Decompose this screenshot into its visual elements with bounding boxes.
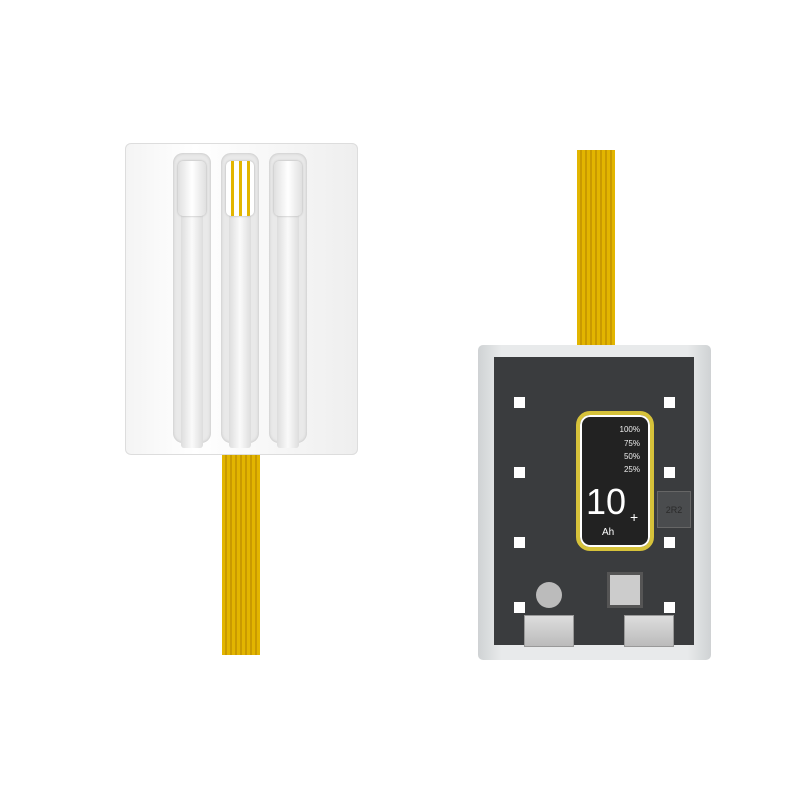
pad — [514, 537, 525, 548]
pad — [664, 397, 675, 408]
controller-chip — [607, 572, 643, 608]
transparent-power-bank: 100% 75% 50% 25% 10 + Ah 2R2 — [478, 345, 711, 660]
level-25: 25% — [623, 465, 640, 474]
cable — [181, 203, 203, 448]
cable — [277, 203, 299, 448]
inductor: 2R2 — [657, 491, 691, 528]
white-power-bank — [125, 143, 358, 455]
lightning-cable-slot — [173, 153, 211, 448]
circuit-board: 100% 75% 50% 25% 10 + Ah 2R2 — [494, 357, 694, 647]
pad — [664, 467, 675, 478]
pad — [514, 467, 525, 478]
capacitor — [536, 582, 562, 608]
flat-cable-ribbon-left — [222, 455, 260, 655]
level-100: 100% — [619, 425, 640, 434]
level-75: 75% — [623, 439, 640, 448]
usb-c-cable-slot — [269, 153, 307, 448]
capacity-number: 10 — [586, 481, 627, 522]
pad — [664, 537, 675, 548]
usb-a-cable-slot — [221, 153, 259, 448]
usb-c-plug — [274, 161, 302, 216]
battery-display: 100% 75% 50% 25% 10 + Ah — [576, 411, 654, 551]
usb-a-plug — [226, 161, 254, 216]
pad — [664, 602, 675, 613]
lightning-plug — [178, 161, 206, 216]
capacity-plus: + — [630, 509, 639, 525]
usb-a-port-right — [624, 615, 674, 647]
inductor-label: 2R2 — [665, 504, 683, 515]
pad — [514, 397, 525, 408]
cable — [229, 203, 251, 448]
usb-a-port-left — [524, 615, 574, 647]
capacity-unit: Ah — [602, 527, 615, 538]
flat-cable-ribbon-right — [577, 150, 615, 350]
level-50: 50% — [623, 452, 640, 461]
pad — [514, 602, 525, 613]
